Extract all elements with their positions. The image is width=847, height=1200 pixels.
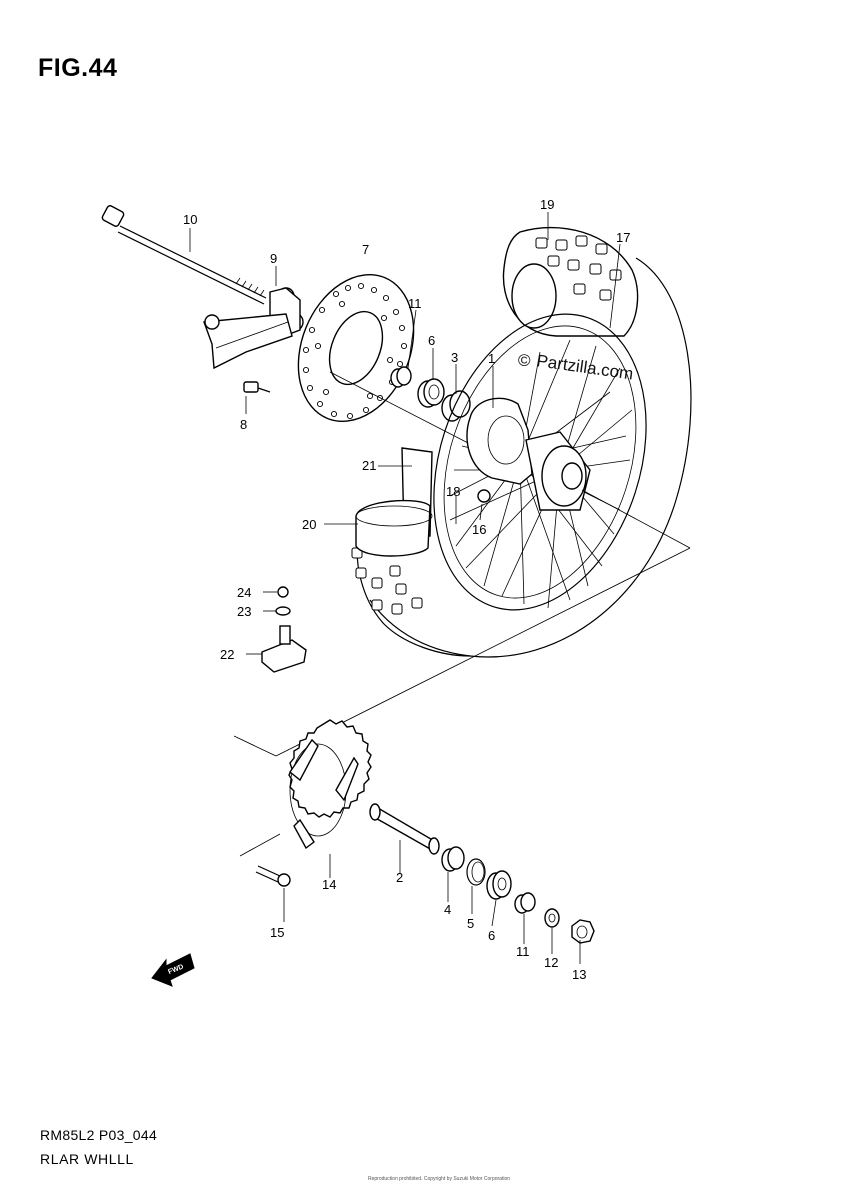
callout-23: 23	[237, 604, 251, 619]
rear-sprocket[interactable]	[288, 719, 372, 850]
callout-1: 1	[488, 351, 495, 366]
callout-4: 4	[444, 902, 451, 917]
leader-lines	[189, 212, 621, 964]
callout-16: 16	[472, 522, 486, 537]
axle-washer[interactable]	[544, 908, 560, 928]
callout-14: 14	[322, 877, 336, 892]
copyright-symbol: ©	[518, 351, 531, 370]
callout-6-bottom: 6	[488, 928, 495, 943]
bolt-small[interactable]	[243, 381, 271, 393]
rim-band[interactable]	[355, 447, 433, 557]
page-title: RLAR WHLLL	[40, 1151, 134, 1167]
rim-lock-nut[interactable]	[263, 586, 289, 598]
axle-nut[interactable]	[571, 919, 595, 944]
torque-link-bracket[interactable]	[203, 313, 293, 370]
callout-20: 20	[302, 517, 316, 532]
wheel-bearing-left[interactable]	[417, 378, 445, 408]
brake-disc[interactable]	[277, 257, 434, 438]
sprocket-spacer[interactable]	[369, 803, 440, 855]
footer-notice: Reproduction prohibited. Copyright by Su…	[368, 1176, 511, 1182]
bearing-spacer[interactable]	[441, 390, 471, 422]
circlip[interactable]	[466, 858, 486, 886]
bearing-collar-right[interactable]	[441, 846, 465, 872]
callout-15: 15	[270, 925, 284, 940]
callout-11-bottom: 11	[516, 944, 530, 959]
axle-collar-left[interactable]	[390, 366, 412, 388]
callout-19: 19	[540, 197, 554, 212]
callout-9: 9	[270, 251, 277, 266]
spoke-nipple[interactable]	[477, 489, 491, 503]
rear-hub[interactable]	[466, 397, 591, 511]
callout-8: 8	[240, 417, 247, 432]
sprocket-bolt[interactable]	[255, 865, 291, 922]
fwd-arrow-icon: FWD	[151, 953, 195, 987]
figure-label: FIG.44	[38, 54, 118, 82]
callout-7: 7	[362, 242, 369, 257]
rim-lock[interactable]	[246, 625, 307, 673]
wheel-bearing-right[interactable]	[486, 870, 512, 900]
callout-17: 17	[616, 230, 630, 245]
callout-21: 21	[362, 458, 376, 473]
callout-13: 13	[572, 967, 586, 982]
axle-shaft[interactable]	[101, 205, 267, 305]
axle-collar-right[interactable]	[514, 892, 536, 914]
callout-2: 2	[396, 870, 403, 885]
callout-18: 18	[446, 484, 460, 499]
callout-12: 12	[544, 955, 558, 970]
rim-lock-washer[interactable]	[263, 606, 291, 616]
callout-labels: 10 9 7 8 11 6 3 1 19 17 21 18 20 16 24 2…	[183, 197, 630, 982]
rear-tire[interactable]	[351, 226, 692, 658]
rear-rim[interactable]	[398, 287, 682, 638]
callout-11-top: 11	[408, 296, 422, 311]
callout-24: 24	[237, 585, 251, 600]
callout-5: 5	[467, 916, 474, 931]
watermark-text: Partzilla.com	[535, 351, 634, 383]
model-code: RM85L2 P03_044	[40, 1127, 158, 1143]
callout-10: 10	[183, 212, 197, 227]
callout-6-top: 6	[428, 333, 435, 348]
callout-3: 3	[451, 350, 458, 365]
callout-22: 22	[220, 647, 234, 662]
